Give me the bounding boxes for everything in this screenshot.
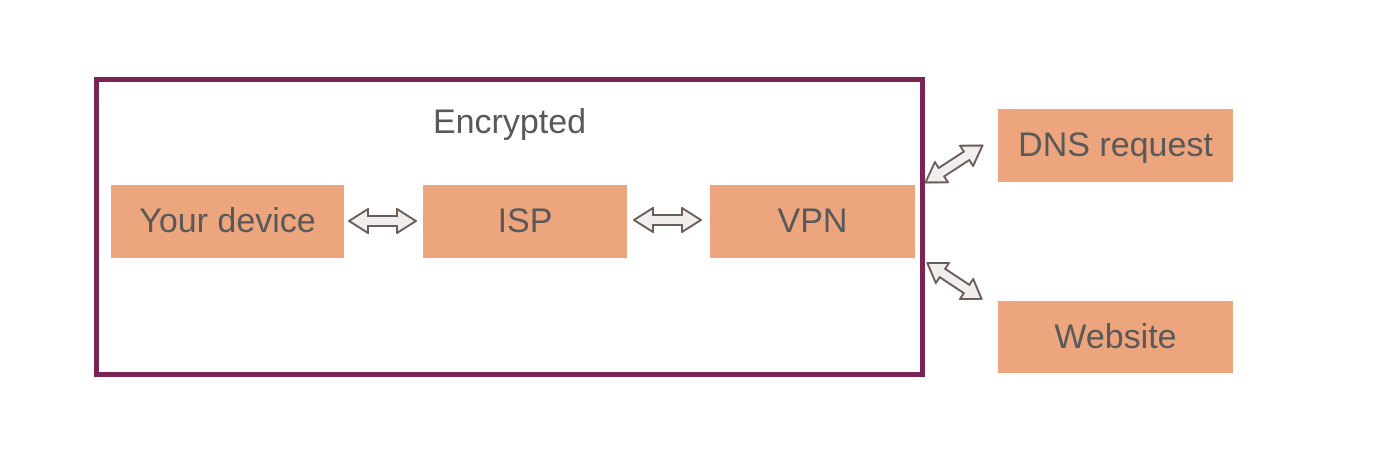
double-arrow-icon-device-isp — [348, 208, 417, 234]
node-isp: ISP — [423, 185, 627, 258]
node-dns-request: DNS request — [998, 109, 1233, 182]
node-website: Website — [998, 301, 1233, 373]
double-arrow-icon-vpn-dns — [918, 134, 991, 194]
double-arrow-icon-vpn-website — [919, 252, 989, 311]
node-vpn: VPN — [710, 185, 915, 258]
encrypted-label: Encrypted — [432, 103, 587, 141]
node-your-device: Your device — [111, 185, 344, 258]
double-arrow-icon-isp-vpn — [633, 207, 702, 233]
